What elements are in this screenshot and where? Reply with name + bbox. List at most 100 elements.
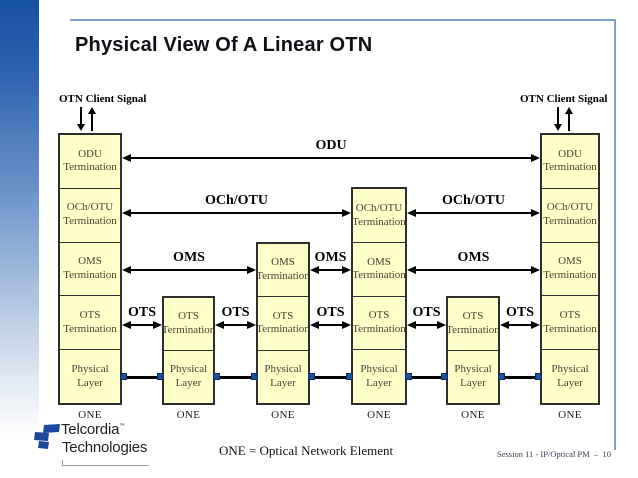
client-signal-up-arrowhead [565, 107, 573, 114]
link-endpoint [346, 372, 353, 380]
link-endpoint [157, 372, 164, 380]
one-caption: ONE [176, 409, 201, 421]
layer-label: OMS [558, 255, 582, 268]
layer-label: Termination [63, 268, 117, 281]
span-arrow-ots [500, 320, 540, 329]
layer-label: Termination [63, 322, 117, 335]
one-caption: ONE [271, 409, 295, 421]
logo-name: Telcordia™ [61, 421, 125, 438]
layer-label: OTS [79, 309, 101, 322]
logo-line2: Technologies [62, 439, 148, 456]
otn-client-signal-label: OTN Client Signal [59, 93, 147, 105]
footer-page-label: Session 11 - IP/Optical PM – 10 [497, 449, 611, 459]
span-arrow-oms [122, 265, 256, 274]
arrow-label-oms: OMS [314, 250, 347, 265]
link-endpoint [308, 372, 315, 380]
physical-link [219, 376, 252, 379]
client-signal-down-arrow [80, 107, 82, 126]
layer-label: Termination [63, 215, 117, 228]
layer-label: OTS [178, 310, 199, 323]
layer-label: Termination [353, 269, 405, 282]
legend-text: ONE = Optical Network Element [219, 443, 394, 458]
one-caption: ONE [461, 409, 485, 421]
layer-label: Termination [258, 323, 308, 336]
layer-label: Layer [175, 377, 202, 390]
physical-link [504, 376, 536, 379]
layer-label: OMS [367, 255, 391, 268]
layer-label: OTS [368, 309, 390, 322]
layer-label: OCh/OTU [355, 201, 403, 214]
client-signal-down-arrow [557, 107, 559, 126]
arrow-label-oms: OMS [173, 250, 205, 265]
client-signal-up-arrow [91, 113, 93, 131]
link-endpoint [498, 372, 505, 380]
layer-label: Termination [543, 268, 597, 281]
span-arrow-ots [122, 320, 162, 329]
layer-label: Layer [366, 376, 392, 389]
arrow-label-oms: OMS [457, 250, 490, 265]
telcordia-flags-icon [34, 424, 60, 449]
sidebar-gradient-bar [0, 0, 39, 478]
span-arrow-och-otu [122, 208, 351, 217]
layer-label: OCh/OTU [546, 201, 594, 214]
layer-label: Physical [71, 362, 109, 375]
layer-label: Layer [270, 376, 296, 389]
one-caption: ONE [78, 409, 102, 421]
link-endpoint [535, 372, 542, 380]
span-arrow-oms [407, 265, 540, 274]
layer-label: Physical [169, 363, 208, 376]
arrow-label-och-otu: OCh/OTU [204, 193, 269, 208]
span-arrow-ots [407, 320, 446, 329]
arrow-label-ots: OTS [505, 305, 535, 320]
layer-label: OMS [78, 255, 102, 268]
layer-label: Termination [448, 324, 498, 337]
logo-underline [62, 460, 149, 466]
span-arrow-och-otu [407, 208, 540, 217]
layer-label: Termination [543, 215, 597, 228]
link-endpoint [405, 372, 412, 380]
arrow-label-ots: OTS [316, 305, 345, 320]
span-arrow-ots [215, 320, 256, 329]
layer-label: ODU [558, 147, 582, 160]
layer-label: Termination [164, 324, 213, 337]
layer-label: Layer [557, 376, 583, 389]
layer-label: Termination [543, 322, 597, 335]
layer-label: OCh/OTU [66, 201, 114, 214]
layer-label: Layer [77, 376, 103, 389]
arrow-label-odu: ODU [315, 138, 347, 153]
span-arrow-ots [310, 320, 351, 329]
physical-link [314, 376, 347, 379]
layer-label: Layer [460, 377, 486, 390]
span-arrow-oms [310, 265, 351, 274]
arrow-label-och-otu: OCh/OTU [441, 193, 506, 208]
arrow-label-ots: OTS [127, 305, 157, 320]
layer-label: Physical [360, 362, 398, 375]
arrow-label-ots: OTS [221, 305, 250, 320]
link-endpoint [120, 372, 127, 380]
client-signal-up-arrowhead [88, 107, 96, 114]
physical-link [411, 376, 442, 379]
layer-label: Physical [454, 363, 492, 376]
link-endpoint [213, 372, 220, 380]
client-signal-down-arrowhead [554, 124, 562, 131]
